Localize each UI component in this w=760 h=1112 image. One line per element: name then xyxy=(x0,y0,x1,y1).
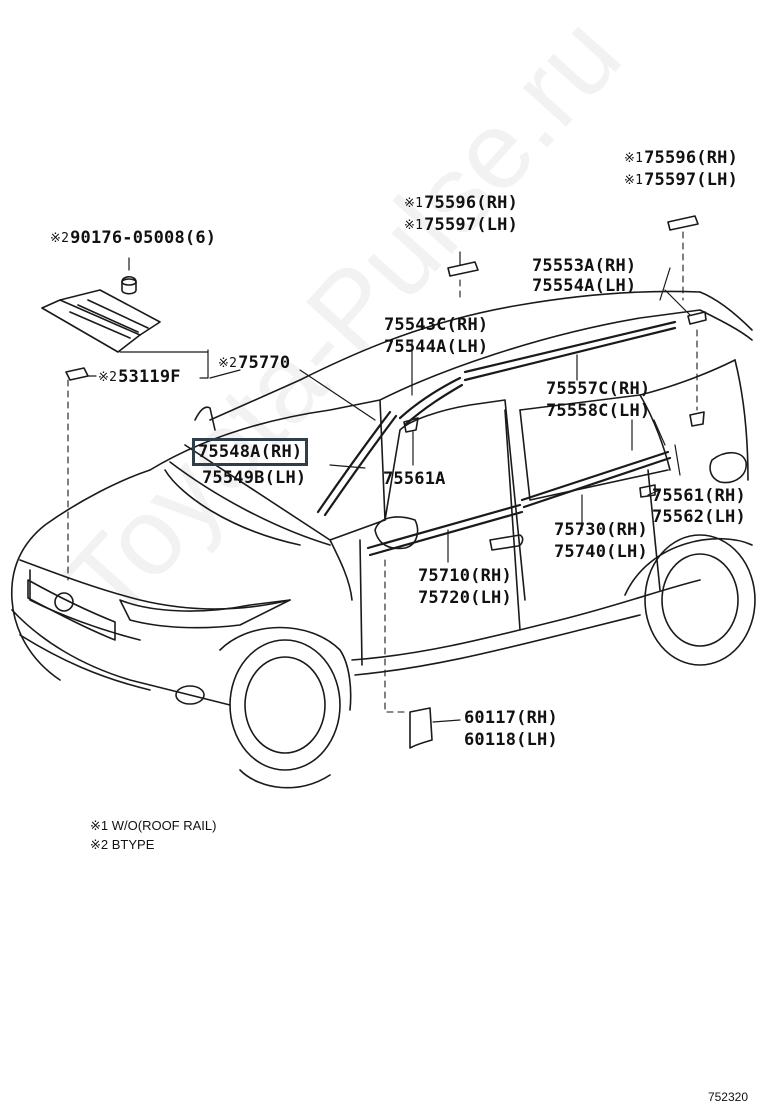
part-label-75549B: 75549B(LH) xyxy=(202,468,307,488)
part-label-75561: 75561(RH) xyxy=(652,486,746,506)
highlighted-part-number[interactable]: 75548A(RH) xyxy=(192,438,309,466)
marker: ※1 xyxy=(624,151,644,166)
part-number: 53119F xyxy=(118,367,181,387)
marker: ※1 xyxy=(404,196,424,211)
marker: ※1 xyxy=(404,218,424,233)
part-label-75543C: 75543C(RH) xyxy=(384,315,489,335)
part-label-75720: 75720(LH) xyxy=(418,588,512,608)
part-label-75544A: 75544A(LH) xyxy=(384,337,489,357)
marker: ※2 xyxy=(50,231,70,246)
part-label-75561A: 75561A xyxy=(383,469,446,489)
leader-lines xyxy=(87,251,691,723)
part-number: 75770 xyxy=(238,353,291,373)
part-label-75597-center: ※175597(LH) xyxy=(404,215,518,236)
small-parts xyxy=(41,215,707,749)
part-number: 90176-05008(6) xyxy=(70,228,217,248)
marker: ※1 xyxy=(624,173,644,188)
note-marker: ※2 xyxy=(90,837,109,852)
dashed-leaders xyxy=(67,231,698,713)
marker: ※2 xyxy=(98,370,118,385)
part-label-75596-right: ※175596(RH) xyxy=(624,148,738,169)
part-label-75554A: 75554A(LH) xyxy=(532,276,637,296)
molding-parts xyxy=(316,320,677,557)
part-label-75596-center: ※175596(RH) xyxy=(404,193,518,214)
footnote-1: ※1 W/O(ROOF RAIL) xyxy=(90,818,216,834)
part-label-75553A: 75553A(RH) xyxy=(532,256,637,276)
part-label-60118: 60118(LH) xyxy=(464,730,558,750)
part-label-75770: ※275770 xyxy=(218,353,290,374)
footnote-2: ※2 BTYPE xyxy=(90,837,154,853)
part-label-75558C: 75558C(LH) xyxy=(546,401,651,421)
part-label-75740: 75740(LH) xyxy=(554,542,648,562)
part-label-60117: 60117(RH) xyxy=(464,708,558,728)
part-number: 75596(RH) xyxy=(644,148,739,168)
part-label-75562: 75562(LH) xyxy=(652,507,746,527)
part-label-75548A: 75548A(RH) xyxy=(192,438,309,466)
part-label-75710: 75710(RH) xyxy=(418,566,512,586)
note-text: W/O(ROOF RAIL) xyxy=(111,818,217,833)
car-body xyxy=(10,290,756,789)
part-label-75557C: 75557C(RH) xyxy=(546,379,651,399)
marker: ※2 xyxy=(218,356,238,371)
part-label-75597-right: ※175597(LH) xyxy=(624,170,738,191)
part-label-75730: 75730(RH) xyxy=(554,520,648,540)
part-label-90176: ※290176-05008(6) xyxy=(50,228,216,249)
part-label-53119F: ※253119F xyxy=(98,367,181,388)
part-number: 75596(RH) xyxy=(424,193,519,213)
part-number: 75597(LH) xyxy=(644,170,739,190)
note-text: BTYPE xyxy=(111,837,155,852)
figure-number: 752320 xyxy=(707,1090,748,1104)
note-marker: ※1 xyxy=(90,818,109,833)
part-number: 75597(LH) xyxy=(424,215,519,235)
